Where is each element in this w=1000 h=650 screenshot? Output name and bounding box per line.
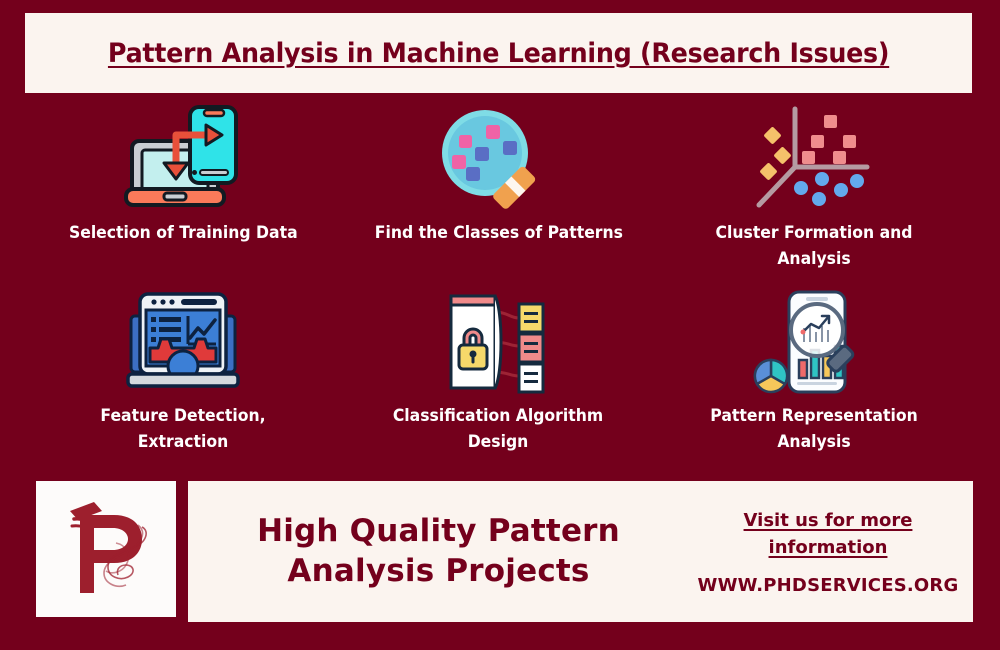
topic-card-label: Cluster Formation and Analysis — [715, 223, 913, 270]
topic-card-label: Pattern Representation Analysis — [710, 406, 918, 453]
footer-headline-container: High Quality Pattern Analysis Projects — [188, 512, 683, 591]
topic-card-label: Find the Classes of Patterns — [374, 223, 623, 243]
footer-panel: High Quality Pattern Analysis Projects V… — [188, 481, 973, 622]
mobile-chart-magnifier-icon — [749, 287, 879, 397]
topic-card-selection-of-training-data[interactable]: Selection of Training Data — [25, 104, 341, 287]
magnifier-data-points-icon — [433, 104, 563, 214]
page-title: Pattern Analysis in Machine Learning (Re… — [107, 37, 890, 69]
website-url[interactable]: WWW.PHDSERVICES.ORG — [697, 575, 959, 596]
topic-card-pattern-representation-analysis[interactable]: Pattern Representation Analysis — [656, 287, 972, 470]
visit-us-link[interactable]: Visit us for more information — [743, 510, 913, 558]
footer-cta-container: Visit us for more information WWW.PHDSER… — [683, 507, 973, 596]
topic-card-feature-detection-extraction[interactable]: Feature Detection, Extraction — [25, 287, 341, 470]
topic-card-find-the-classes-of-patterns[interactable]: Find the Classes of Patterns — [341, 104, 657, 287]
logo-container[interactable] — [36, 481, 176, 617]
topic-card-label: Selection of Training Data — [68, 223, 298, 243]
locked-document-flow-icon — [433, 287, 563, 397]
topic-grid: Selection of Training Data Find the Clas… — [25, 104, 972, 470]
topic-card-cluster-formation-and-analysis[interactable]: Cluster Formation and Analysis — [656, 104, 972, 287]
topic-card-label: Feature Detection, Extraction — [100, 406, 266, 453]
topic-card-label: Classification Algorithm Design — [393, 406, 604, 453]
header-bar: Pattern Analysis in Machine Learning (Re… — [25, 13, 972, 93]
topic-card-classification-algorithm-design[interactable]: Classification Algorithm Design — [341, 287, 657, 470]
laptop-gear-analytics-icon — [118, 287, 248, 397]
footer-headline: High Quality Pattern Analysis Projects — [257, 512, 620, 589]
laptop-mobile-transfer-icon — [118, 104, 248, 214]
cluster-scatter-axes-icon — [749, 104, 879, 214]
phd-services-logo-icon — [70, 502, 147, 593]
